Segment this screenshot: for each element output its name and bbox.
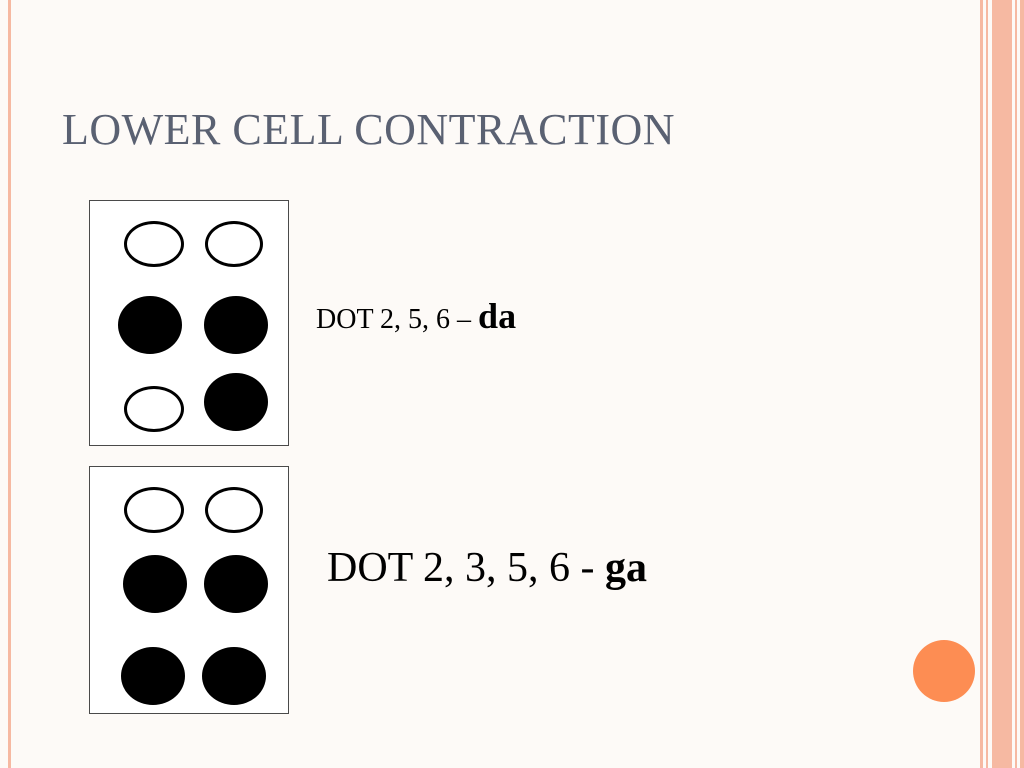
braille-cell-ga bbox=[89, 466, 289, 714]
contraction-letters-ga: ga bbox=[605, 545, 648, 591]
braille-dot-5 bbox=[204, 555, 268, 613]
braille-dot-4 bbox=[205, 487, 263, 533]
contraction-label-ga: DOT 2, 3, 5, 6 - ga bbox=[327, 544, 647, 592]
braille-cell-da bbox=[89, 200, 289, 446]
dot-numbers-da: DOT 2, 5, 6 – bbox=[316, 304, 479, 335]
braille-dot-2 bbox=[118, 296, 182, 354]
braille-dot-3 bbox=[121, 647, 185, 705]
braille-dot-1 bbox=[124, 221, 184, 267]
braille-dot-6 bbox=[202, 647, 266, 705]
braille-dot-3 bbox=[124, 386, 184, 432]
contraction-letters-da: da bbox=[478, 296, 517, 336]
braille-dot-6 bbox=[204, 373, 268, 431]
braille-dot-1 bbox=[124, 487, 184, 533]
slide-title: LOWER CELL CONTRACTION bbox=[62, 105, 676, 154]
dot-numbers-ga: DOT 2, 3, 5, 6 - bbox=[327, 545, 606, 591]
braille-dot-2 bbox=[123, 555, 187, 613]
contraction-label-da: DOT 2, 5, 6 – da bbox=[316, 295, 516, 337]
braille-dot-5 bbox=[204, 296, 268, 354]
left-border-rule bbox=[8, 0, 11, 768]
decorative-orange-circle bbox=[913, 640, 975, 702]
right-decorative-stripes bbox=[978, 0, 1024, 768]
braille-dot-4 bbox=[205, 221, 263, 267]
